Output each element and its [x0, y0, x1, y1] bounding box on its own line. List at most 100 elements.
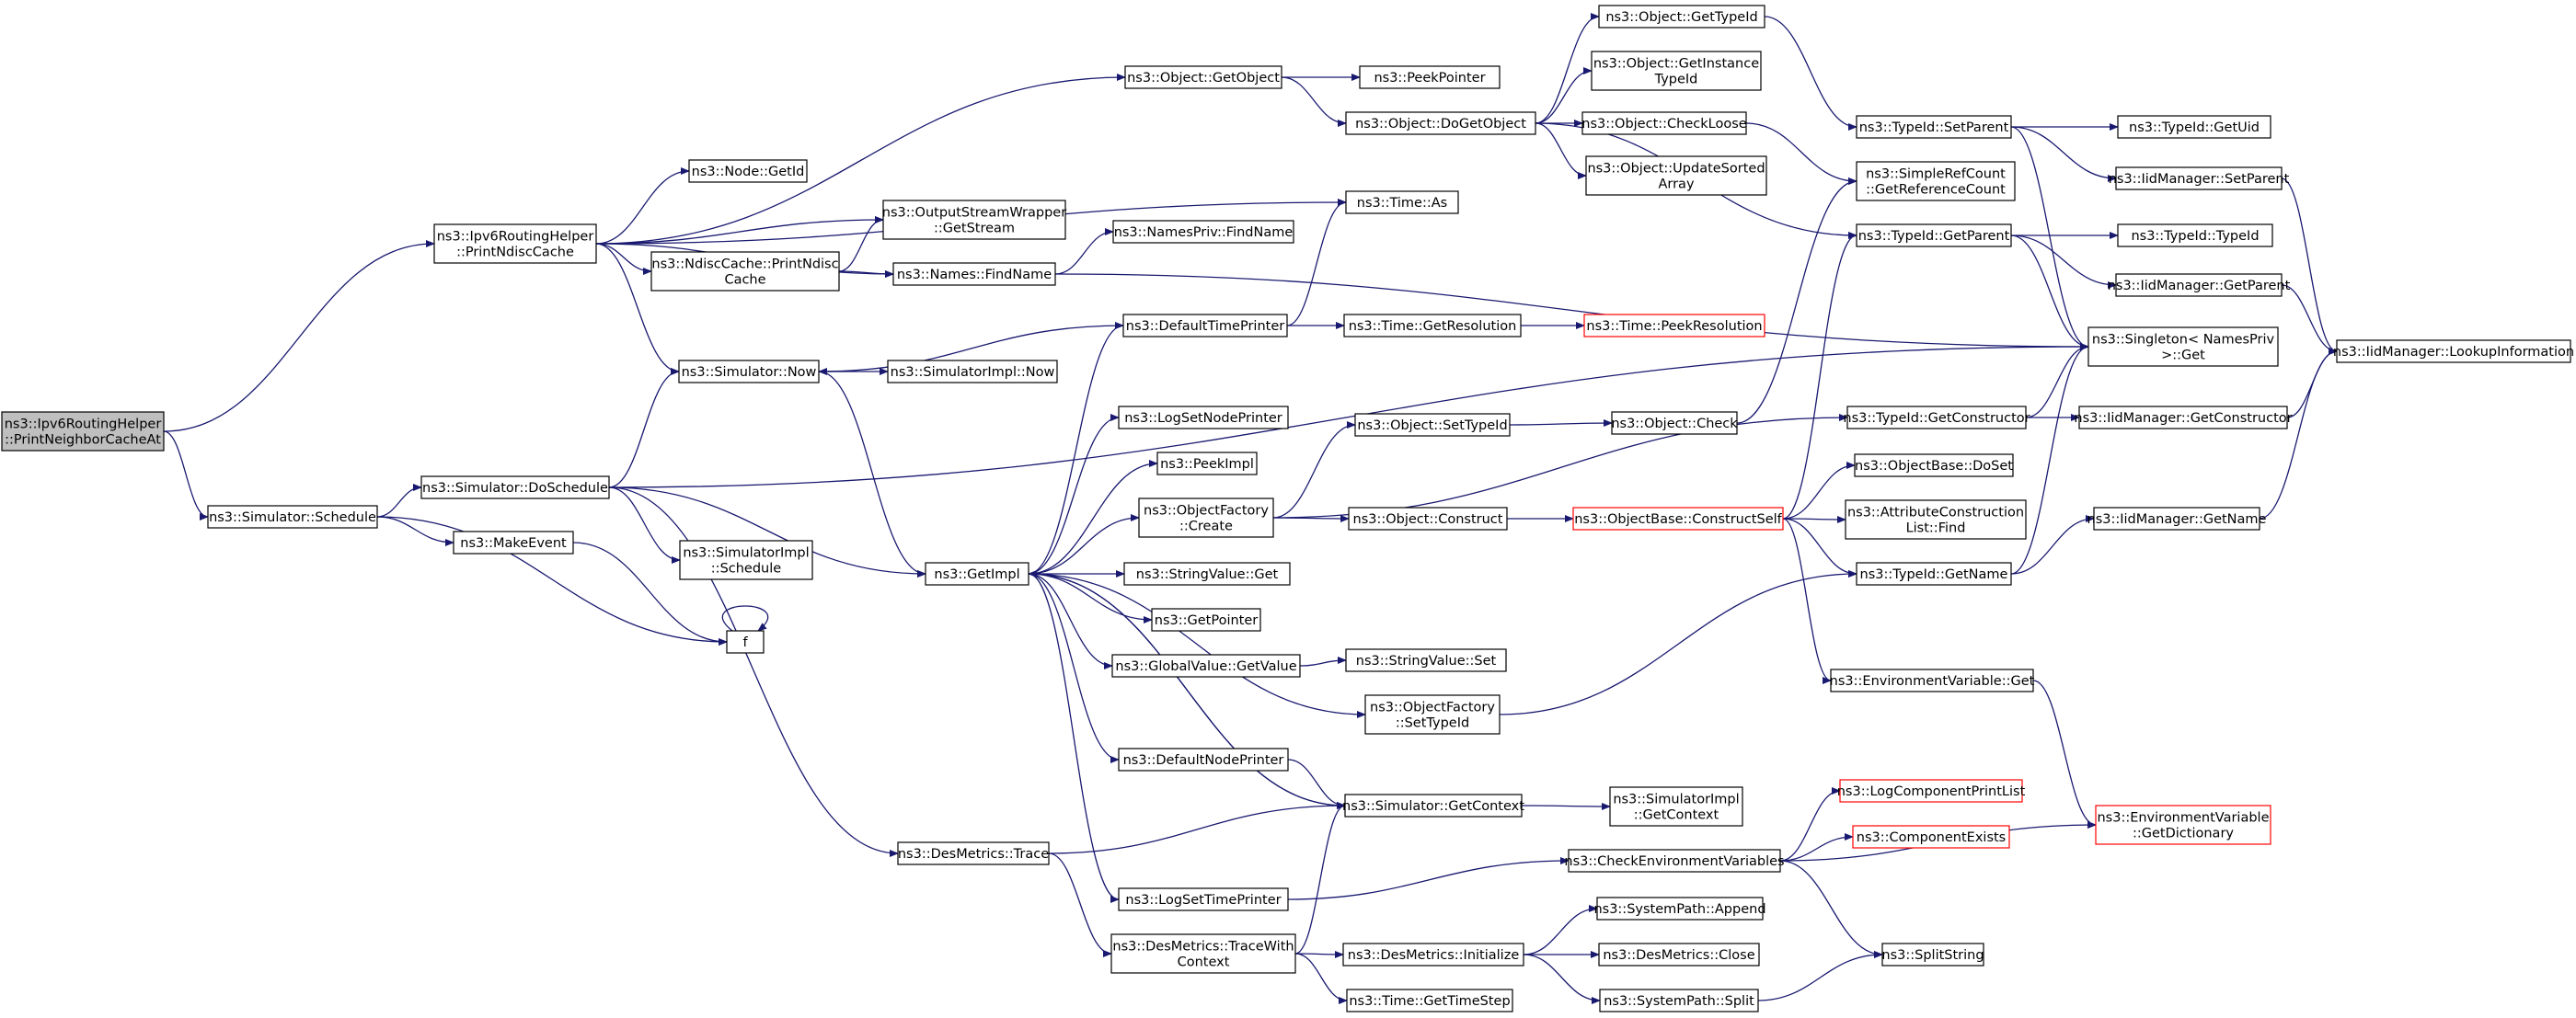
node-label: ::PrintNdiscCache — [456, 246, 574, 260]
node-simImplGetCtx[interactable]: ns3::SimulatorImpl::GetContext — [1609, 786, 1743, 827]
node-typeIdGetName[interactable]: ns3::TypeId::GetName — [1856, 562, 2012, 586]
node-printNdisc[interactable]: ns3::Ipv6RoutingHelper::PrintNdiscCache — [433, 223, 597, 264]
node-objFactCreate[interactable]: ns3::ObjectFactory::Create — [1138, 498, 1274, 538]
edge-objCheck-to-simpleRef — [1736, 177, 1857, 424]
node-desInit[interactable]: ns3::DesMetrics::Initialize — [1342, 943, 1524, 967]
node-desTrace[interactable]: ns3::DesMetrics::Trace — [897, 841, 1050, 865]
node-iidLookup[interactable]: ns3::IidManager::LookupInformation — [2333, 339, 2574, 363]
node-getImpl[interactable]: ns3::GetImpl — [925, 562, 1029, 586]
node-simImplNow[interactable]: ns3::SimulatorImpl::Now — [887, 360, 1058, 383]
node-envVarDict[interactable]: ns3::EnvironmentVariable::GetDictionary — [2095, 805, 2271, 845]
node-logCompPrint[interactable]: ns3::LogComponentPrintList — [1837, 779, 2026, 803]
node-box — [1581, 111, 1747, 135]
node-strValGet[interactable]: ns3::StringValue::Get — [1123, 562, 1291, 586]
node-box — [650, 251, 840, 292]
edge-path — [1281, 76, 1347, 127]
edge-path — [595, 243, 652, 275]
edge-desTrace-to-desTraceCtx — [1048, 852, 1112, 957]
node-namesFind[interactable]: ns3::Names::FindName — [892, 262, 1056, 286]
node-simImplSched[interactable]: ns3::SimulatorImpl::Schedule — [679, 540, 813, 580]
node-schedule[interactable]: ns3::Simulator::Schedule — [207, 505, 378, 529]
node-osw[interactable]: ns3::OutputStreamWrapper::GetStream — [882, 200, 1066, 240]
edge-path — [1272, 514, 1350, 522]
node-checkEnv[interactable]: ns3::CheckEnvironmentVariables — [1564, 849, 1785, 873]
node-checkLoose[interactable]: ns3::Object::CheckLoose — [1581, 111, 1747, 135]
node-timeAs[interactable]: ns3::Time::As — [1345, 190, 1459, 214]
node-typeIdGetParent[interactable]: ns3::TypeId::GetParent — [1856, 223, 2012, 247]
node-iidGetName[interactable]: ns3::IidManager::GetName — [2087, 507, 2267, 531]
node-label: ns3::ComponentExists — [1857, 830, 2007, 845]
node-strValSet[interactable]: ns3::StringValue::Set — [1345, 648, 1507, 672]
node-box — [892, 262, 1056, 286]
node-doSchedule[interactable]: ns3::Simulator::DoSchedule — [420, 475, 610, 499]
node-desClose[interactable]: ns3::DesMetrics::Close — [1598, 943, 1760, 967]
node-f[interactable]: f — [726, 630, 765, 654]
node-label: ns3::Object::GetInstance — [1593, 57, 1759, 72]
node-simNow[interactable]: ns3::Simulator::Now — [678, 360, 820, 383]
node-peekPointer[interactable]: ns3::PeekPointer — [1359, 65, 1501, 89]
node-label: ns3::Object::CheckLoose — [1581, 117, 1746, 132]
node-compExists[interactable]: ns3::ComponentExists — [1852, 825, 2010, 849]
node-timeGetRes[interactable]: ns3::Time::GetResolution — [1343, 314, 1522, 337]
node-globalValGet[interactable]: ns3::GlobalValue::GetValue — [1111, 654, 1301, 678]
node-nodeGetId[interactable]: ns3::Node::GetId — [688, 159, 808, 183]
node-timePeekRes[interactable]: ns3::Time::PeekResolution — [1583, 314, 1765, 337]
node-label: ::GetReferenceCount — [1866, 183, 2006, 198]
node-defTimePrinter[interactable]: ns3::DefaultTimePrinter — [1122, 314, 1288, 337]
node-label: ns3::LogSetNodePrinter — [1124, 411, 1282, 426]
node-objBaseConstruct[interactable]: ns3::ObjectBase::ConstructSelf — [1572, 507, 1784, 531]
node-objGetTypeId[interactable]: ns3::Object::GetTypeId — [1598, 5, 1765, 29]
node-sysPathSplit[interactable]: ns3::SystemPath::Split — [1599, 989, 1759, 1012]
node-namesPrivFind[interactable]: ns3::NamesPriv::FindName — [1112, 220, 1294, 244]
node-getObject[interactable]: ns3::Object::GetObject — [1124, 65, 1282, 89]
edge-path — [1535, 122, 1587, 179]
edge-typeIdSetParent-to-singletonGet — [2010, 126, 2089, 350]
node-doGetObject[interactable]: ns3::Object::DoGetObject — [1345, 111, 1536, 135]
node-label: ns3::SystemPath::Append — [1593, 902, 1765, 917]
node-simpleRef[interactable]: ns3::SimpleRefCount::GetReferenceCount — [1856, 161, 2016, 201]
node-objSetTypeId[interactable]: ns3::Object::SetTypeId — [1354, 413, 1511, 437]
node-iidGetParent[interactable]: ns3::IidManager::GetParent — [2108, 273, 2291, 297]
node-objConstruct[interactable]: ns3::Object::Construct — [1348, 507, 1508, 531]
edge-getObject-to-doGetObject — [1281, 76, 1347, 127]
node-objBaseDoSet[interactable]: ns3::ObjectBase::DoSet — [1854, 453, 2014, 477]
node-defNodePrinter[interactable]: ns3::DefaultNodePrinter — [1118, 748, 1289, 772]
node-envVarGet[interactable]: ns3::EnvironmentVariable::Get — [1830, 669, 2035, 692]
node-timeGetStep[interactable]: ns3::Time::GetTimeStep — [1346, 989, 1513, 1012]
node-typeIdTypeId[interactable]: ns3::TypeId::TypeId — [2117, 223, 2273, 247]
node-label: >::Get — [2161, 349, 2205, 363]
edge-printNdisc-to-osw — [595, 216, 884, 245]
node-label: ns3::SimulatorImpl — [1613, 793, 1739, 807]
node-label: Array — [1658, 177, 1694, 192]
node-makeEvent[interactable]: ns3::MakeEvent — [453, 531, 574, 555]
node-simGetContext[interactable]: ns3::Simulator::GetContext — [1342, 794, 1524, 818]
edge-path — [1782, 462, 1856, 520]
node-ndiscPrint[interactable]: ns3::NdiscCache::PrintNdiscCache — [650, 251, 840, 292]
node-typeIdSetParent[interactable]: ns3::TypeId::SetParent — [1856, 115, 2012, 139]
node-objFactSetTid[interactable]: ns3::ObjectFactory::SetTypeId — [1364, 694, 1501, 735]
node-logSetNode[interactable]: ns3::LogSetNodePrinter — [1118, 406, 1289, 429]
node-typeIdGetUid[interactable]: ns3::TypeId::GetUid — [2117, 115, 2271, 139]
node-getPointer[interactable]: ns3::GetPointer — [1151, 608, 1261, 632]
node-iidSetParent[interactable]: ns3::IidManager::SetParent — [2109, 166, 2290, 190]
node-box — [2115, 273, 2283, 297]
edge-desTrace-to-simGetContext — [1048, 802, 1346, 854]
node-sysPathAppend[interactable]: ns3::SystemPath::Append — [1593, 897, 1766, 921]
node-logSetTime[interactable]: ns3::LogSetTimePrinter — [1118, 887, 1289, 911]
node-singletonGet[interactable]: ns3::Singleton< NamesPriv >::Get — [2087, 326, 2279, 367]
node-splitString[interactable]: ns3::SplitString — [1881, 943, 1984, 967]
node-root[interactable]: ns3::Ipv6RoutingHelper::PrintNeighborCac… — [1, 411, 165, 452]
node-label: ns3::TypeId::GetUid — [2129, 120, 2260, 135]
edge-path — [1287, 759, 1346, 809]
node-iidGetCons[interactable]: ns3::IidManager::GetConstructor — [2074, 406, 2293, 429]
node-objCheck[interactable]: ns3::Object::Check — [1611, 411, 1738, 435]
edge-path — [1736, 177, 1857, 424]
node-label: ns3::ObjectFactory — [1370, 701, 1495, 715]
node-label: Cache — [724, 273, 765, 288]
node-peekImpl[interactable]: ns3::PeekImpl — [1156, 452, 1258, 475]
node-typeIdGetCons[interactable]: ns3::TypeId::GetConstructor — [1843, 406, 2030, 429]
